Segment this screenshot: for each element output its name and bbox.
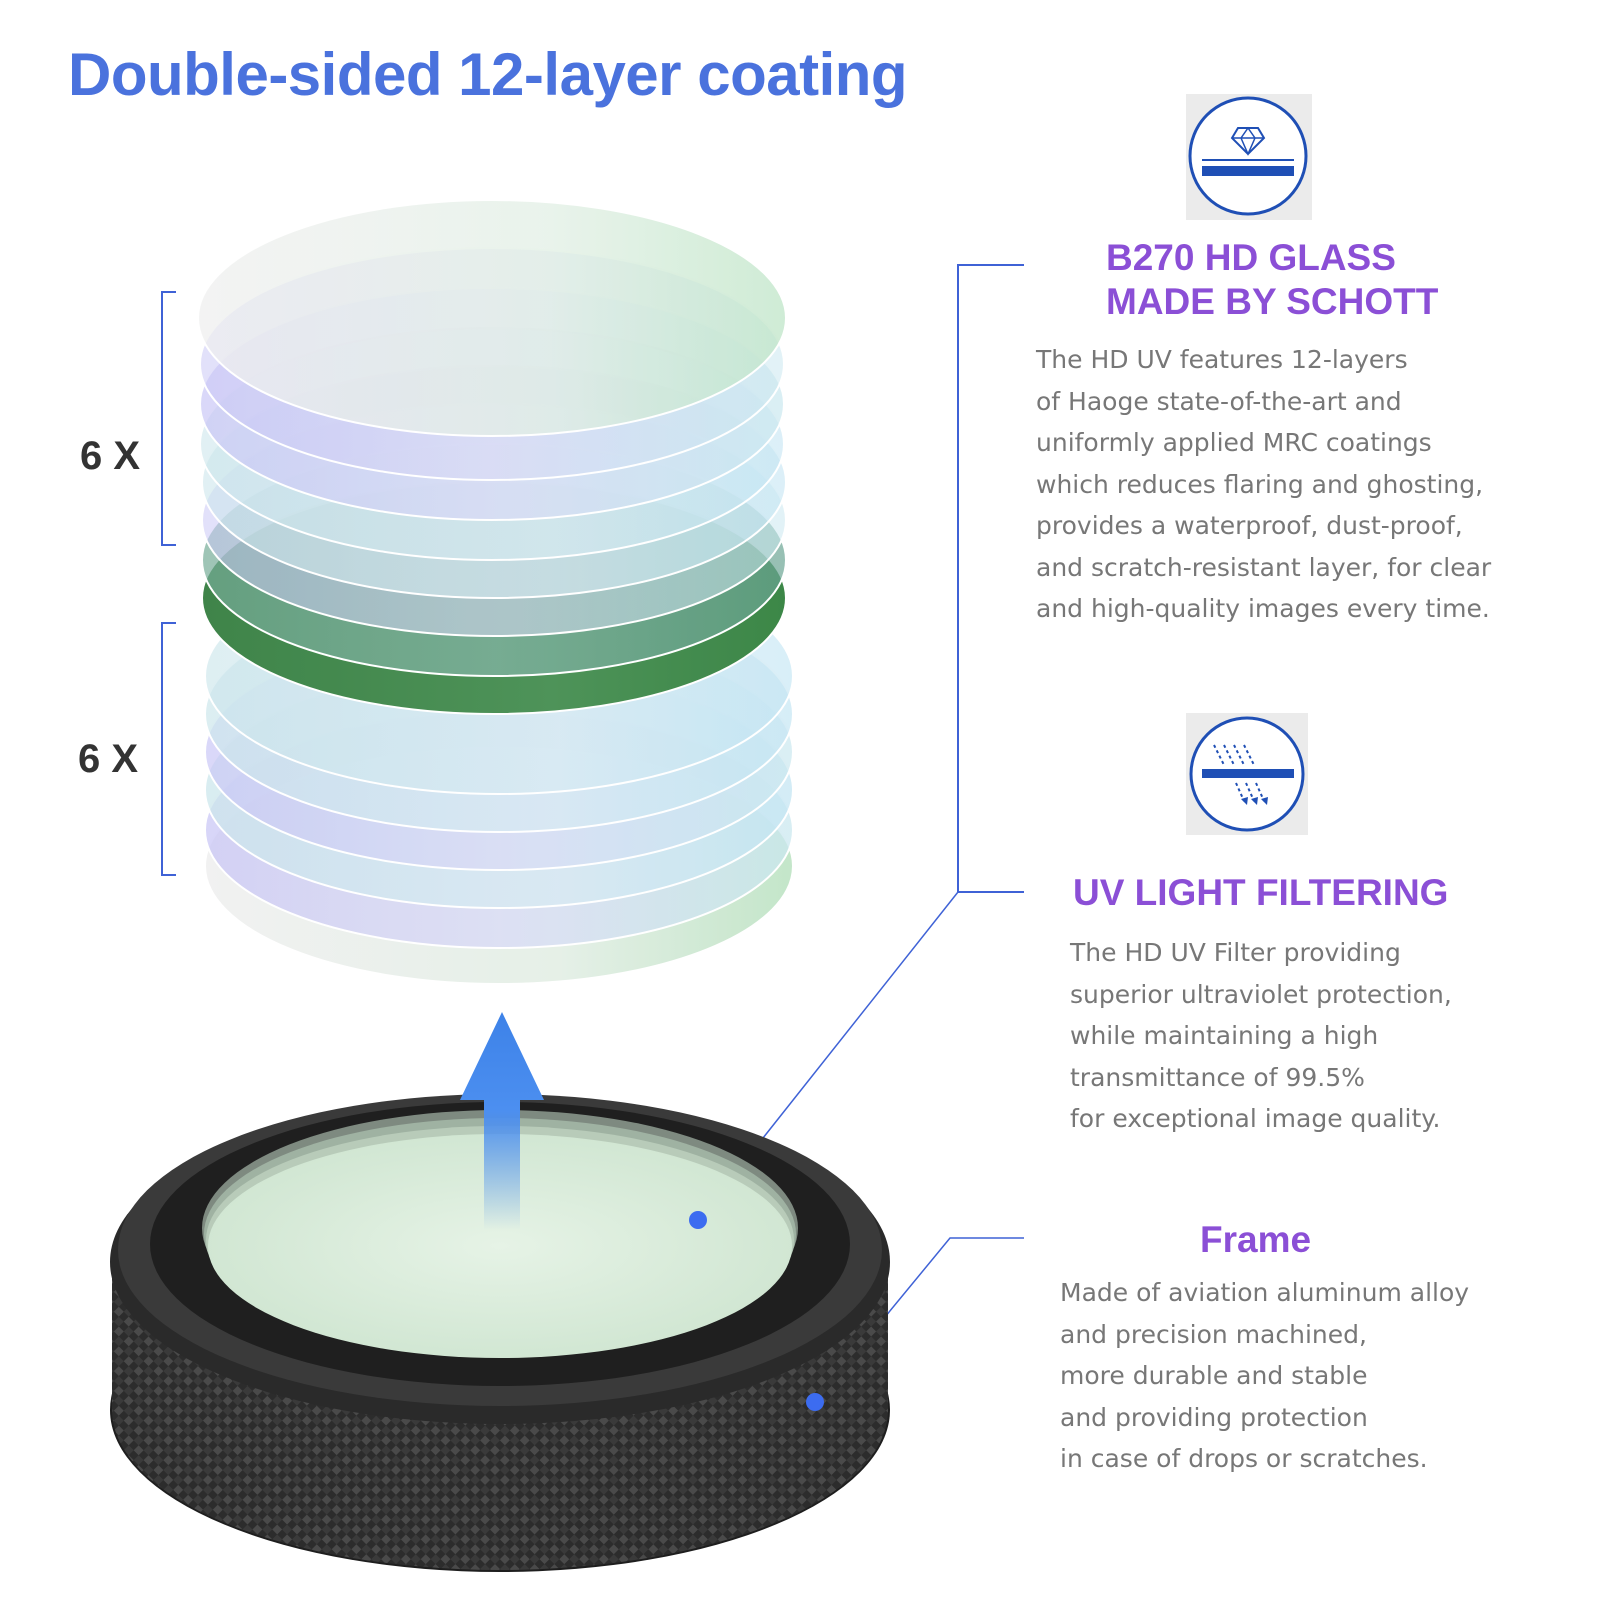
layer-disc: [197, 199, 787, 437]
feature-connector-line: [957, 264, 1024, 893]
text-line: provides a waterproof, dust-proof,: [1036, 511, 1463, 540]
page-title: Double-sided 12-layer coating: [68, 41, 908, 108]
glass-feature-heading: B270 HD GLASS MADE BY SCHOTT: [1106, 236, 1438, 325]
text-line: Made of aviation aluminum alloy: [1060, 1278, 1470, 1307]
text-line: and precision machined,: [1060, 1319, 1367, 1349]
heading-line: B270 HD GLASS: [1106, 237, 1396, 278]
uv-feature-description: The HD UV Filter providing superior ultr…: [1070, 932, 1452, 1140]
text-line: more durable and stable: [1060, 1361, 1368, 1390]
text-line: The HD UV Filter providing: [1070, 938, 1401, 967]
uv-feature-icon-box: [1186, 713, 1308, 835]
text-line: and scratch-resistant layer, for clear: [1036, 552, 1492, 582]
top-group-bracket: [161, 291, 176, 546]
text-line: in case of drops or scratches.: [1060, 1444, 1428, 1473]
text-line: and high-quality images every time.: [1036, 594, 1490, 623]
uv-filter-icon: [1189, 716, 1305, 832]
glass-feature-icon-box: [1186, 94, 1312, 220]
frame-pointer-dot: [806, 1393, 824, 1411]
text-line: while maintaining a high: [1070, 1021, 1379, 1050]
text-line: and providing protection: [1060, 1402, 1368, 1432]
top-layer-group-label: 6 X: [80, 434, 141, 478]
coating-layers: [197, 199, 794, 985]
glass-pointer-dot: [689, 1211, 707, 1229]
text-line: transmittance of 99.5%: [1070, 1062, 1365, 1092]
frame-feature-description: Made of aviation aluminum alloy and prec…: [1060, 1272, 1469, 1480]
bottom-layer-group-label: 6 X: [78, 737, 139, 781]
arrow-up-icon: [460, 1012, 544, 1230]
filter-ring: [110, 1094, 890, 1572]
diamond-glass-icon: [1188, 96, 1308, 216]
text-line: uniformly applied MRC coatings: [1036, 428, 1432, 457]
text-line: which reduces flaring and ghosting,: [1036, 469, 1484, 499]
glass-feature-description: The HD UV features 12-layers of Haoge st…: [1036, 339, 1491, 630]
uv-feature-heading: UV LIGHT FILTERING: [1073, 871, 1448, 915]
heading-line: Frame: [1200, 1219, 1312, 1260]
frame-feature-heading: Frame: [1200, 1218, 1311, 1262]
heading-line: MADE BY SCHOTT: [1106, 281, 1439, 323]
text-line: The HD UV features 12-layers: [1036, 345, 1408, 374]
text-line: for exceptional image quality.: [1070, 1104, 1441, 1133]
text-line: of Haoge state-of-the-art and: [1036, 386, 1402, 416]
heading-line: UV LIGHT FILTERING: [1073, 872, 1449, 913]
bottom-group-bracket: [161, 622, 176, 876]
text-line: superior ultraviolet protection,: [1070, 979, 1452, 1009]
